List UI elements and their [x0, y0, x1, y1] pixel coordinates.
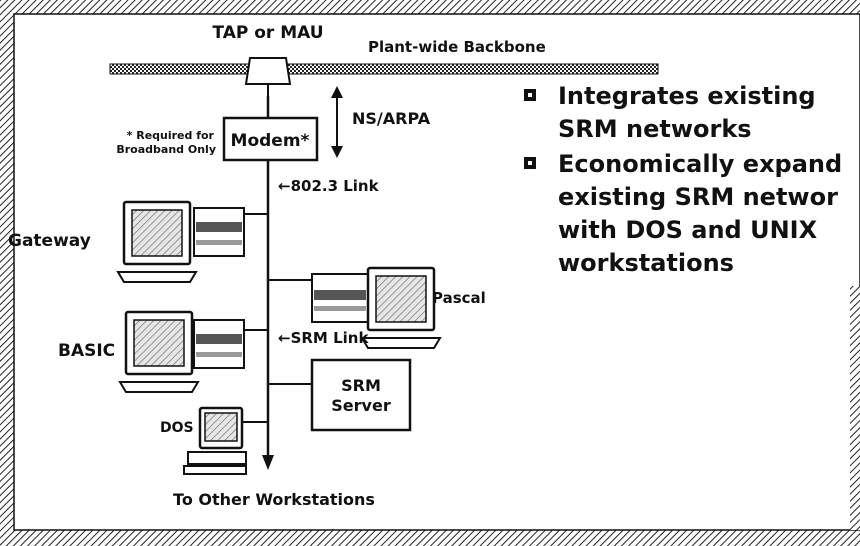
tap-label: TAP or MAU: [212, 23, 323, 43]
pascal-workstation: [311, 266, 442, 349]
bullet-list: Integrates existing SRM networks Economi…: [520, 80, 860, 282]
bullet-text: Economically expand existing SRM networ …: [558, 150, 843, 277]
trunk-arrowhead: [262, 455, 274, 470]
square-bullet-icon: [524, 89, 536, 101]
gateway-workstation: [116, 200, 245, 283]
srm-server-label-line2: Server: [331, 396, 391, 415]
required-note-line2: Broadband Only: [116, 143, 216, 156]
backbone-cable: [109, 63, 659, 75]
basic-label: BASIC: [58, 341, 115, 361]
right-edge-hatch: [850, 286, 860, 530]
dos-label: DOS: [160, 420, 194, 436]
ns-arpa-label: NS/ARPA: [352, 109, 431, 128]
gateway-label: Gateway: [8, 231, 91, 251]
pascal-label: Pascal: [432, 289, 486, 307]
modem-box: [222, 116, 319, 162]
bullet-item-integrates: Integrates existing SRM networks: [520, 80, 860, 146]
backbone-label: Plant-wide Backbone: [368, 38, 546, 56]
link-8023-label: ←802.3 Link: [278, 177, 380, 195]
other-workstations-label: To Other Workstations: [173, 490, 375, 509]
srm-server-label-line1: SRM: [341, 376, 381, 395]
srm-server-box: [310, 358, 412, 432]
tap-device: [244, 57, 292, 85]
basic-workstation: [118, 310, 245, 393]
dos-workstation: [183, 406, 247, 475]
modem-label: Modem*: [231, 131, 310, 151]
square-bullet-icon: [524, 157, 536, 169]
bullet-text: Integrates existing SRM networks: [558, 82, 816, 143]
srm-link-label: ←SRM Link: [278, 329, 369, 347]
bullet-item-economically: Economically expand existing SRM networ …: [520, 148, 860, 280]
required-note-line1: * Required for: [127, 129, 215, 142]
